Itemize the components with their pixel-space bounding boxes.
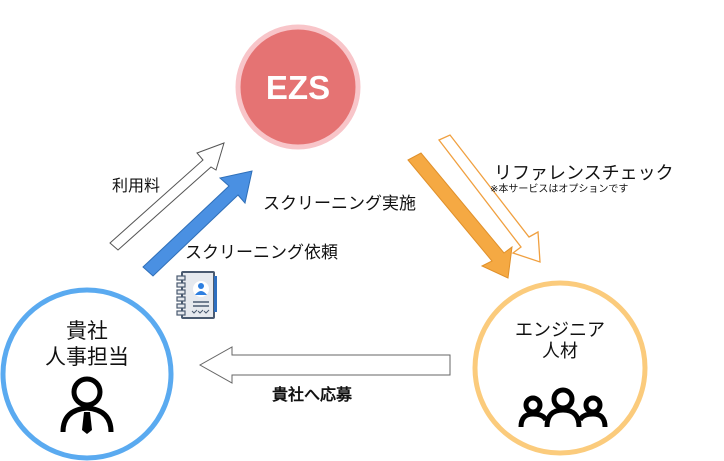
reference-check-arrow — [437, 134, 541, 263]
apply-label: 貴社へ応募 — [272, 385, 353, 404]
apply-arrow — [198, 346, 451, 384]
engineer-label: エンジニア 人材 — [490, 320, 630, 362]
screening-request-arrow — [142, 170, 253, 277]
contact-book-icon — [176, 271, 217, 319]
reference-check-label: リファレンスチェック — [494, 163, 674, 184]
ezs-node — [235, 24, 361, 150]
client-label: 貴社 人事担当 — [27, 318, 147, 370]
client-label-line2: 人事担当 — [45, 345, 129, 369]
reference-check-note: ※本サービスはオプションです — [490, 184, 629, 195]
screening-done-label: スクリーニング実施 — [263, 194, 416, 214]
screening-request-label: スクリーニング依頼 — [185, 243, 338, 263]
group-people-icon — [518, 387, 608, 428]
client-node — [0, 287, 174, 461]
screening-done-arrow — [407, 152, 513, 279]
fee-arrow — [109, 142, 225, 251]
fee-label: 利用料 — [112, 176, 161, 195]
person-with-tie-icon — [60, 376, 114, 434]
client-label-line1: 貴社 — [66, 319, 108, 343]
ezs-label: EZS — [265, 69, 331, 106]
engineer-label-line2: 人材 — [542, 341, 578, 362]
engineer-node — [472, 280, 648, 456]
engineer-label-line1: エンジニア — [515, 320, 605, 341]
